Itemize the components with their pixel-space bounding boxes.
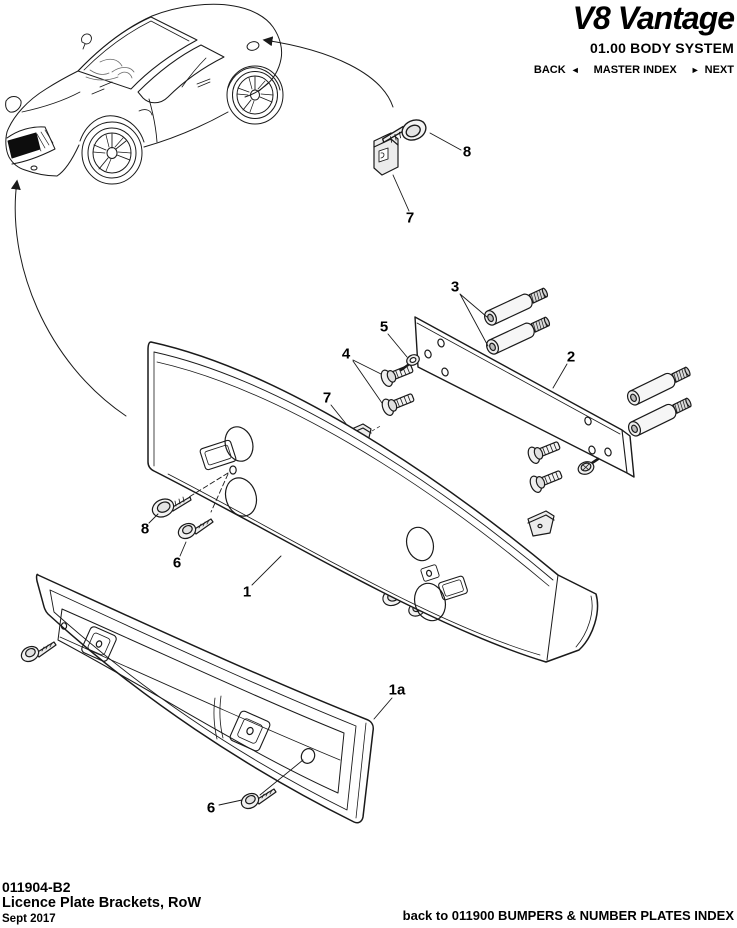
part-6-screw-farleft <box>18 641 57 666</box>
car-illustration <box>5 3 284 185</box>
part-6-screw-left <box>175 518 214 543</box>
callout-7-top: 7 <box>405 209 415 227</box>
front-plate-black <box>7 132 41 159</box>
section-title: 01.00 BODY SYSTEM <box>590 40 734 56</box>
nav-next-label: NEXT <box>704 64 734 76</box>
front-wheel-icon <box>81 121 143 185</box>
arrow-to-rear-deck <box>262 36 394 108</box>
back-to-index-link[interactable]: back to 011900 BUMPERS & NUMBER PLATES I… <box>402 908 734 923</box>
nav-master-index-label: MASTER INDEX <box>593 64 677 76</box>
part-8-pin-top <box>381 115 430 145</box>
nav-back-link[interactable]: BACK ◄ <box>534 64 580 76</box>
doc-date: Sept 2017 <box>2 913 56 925</box>
bolt-right-2 <box>527 465 565 495</box>
part-5-washer <box>399 354 420 372</box>
leader-curves <box>10 36 394 417</box>
model-logo: V8 Vantage <box>572 0 735 36</box>
callout-leader-lines <box>148 132 568 806</box>
arrow-to-front-bumper <box>10 179 127 417</box>
part-6-screw-bottom <box>238 788 277 813</box>
part-1a-plinth <box>35 573 374 824</box>
nav-master-index-link[interactable]: MASTER INDEX <box>594 64 677 76</box>
callout-5: 5 <box>379 318 389 336</box>
callout-3: 3 <box>450 278 460 296</box>
callout-1a: 1a <box>388 681 406 699</box>
callout-6-left: 6 <box>172 554 182 572</box>
callout-4: 4 <box>341 345 351 363</box>
callout-6-bottom: 6 <box>206 799 216 817</box>
doc-number: 011904-B2 <box>2 879 71 895</box>
nav-next-link[interactable]: ► NEXT <box>691 64 734 76</box>
nav-back-label: BACK <box>533 64 566 76</box>
countersunk-screw <box>577 457 600 475</box>
rear-wheel-icon <box>226 65 284 125</box>
callout-7-mid: 7 <box>322 389 332 407</box>
callout-8-top: 8 <box>462 143 472 161</box>
back-arrow-icon: ◄ <box>570 65 580 75</box>
callout-8-left: 8 <box>140 520 150 538</box>
part-2-adapter-bar <box>414 316 635 478</box>
part-7-clip-right <box>527 510 555 537</box>
callout-2: 2 <box>566 348 576 366</box>
part-1-main-bracket <box>147 341 599 663</box>
nav-bar: BACK ◄ MASTER INDEX ► NEXT <box>534 64 734 76</box>
part-4-bolt-2 <box>379 388 417 418</box>
next-arrow-icon: ► <box>690 65 700 75</box>
bolt-right-1 <box>525 436 563 466</box>
callout-1: 1 <box>242 583 252 601</box>
page-title: Licence Plate Brackets, RoW <box>2 895 202 911</box>
